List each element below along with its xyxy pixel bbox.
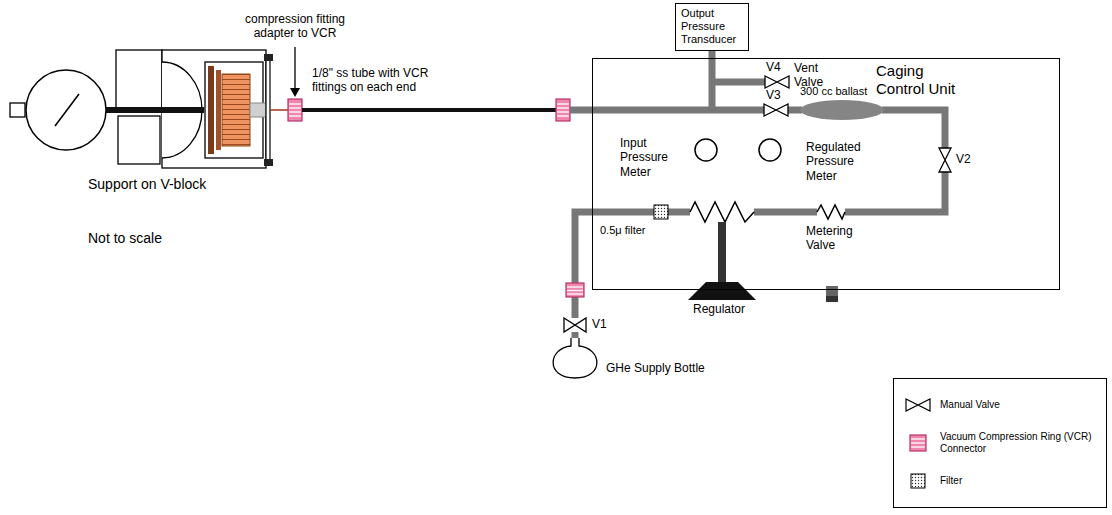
node-text: Output Pressure Transducer (681, 7, 743, 47)
pressure-meter (759, 139, 781, 161)
regulator-symbol (690, 202, 754, 222)
vcr-connector (566, 283, 584, 297)
legend-row: Manual Valve (902, 394, 1098, 416)
coil-flange (216, 70, 221, 150)
bolt (264, 159, 273, 166)
gauge-dial (26, 70, 106, 150)
connector-stripe (911, 438, 925, 439)
callout-label: compression fitting adapter to VCR (240, 12, 350, 41)
legend-text: Filter (940, 475, 1098, 487)
pressure-meter (695, 139, 717, 161)
bottle-label: GHe Supply Bottle (606, 362, 705, 376)
filter-symbol (911, 474, 925, 488)
valve-symbol (564, 318, 586, 332)
pipe (788, 107, 802, 114)
legend-swatch (902, 470, 934, 492)
figure-caption: Support on V-block (88, 176, 206, 192)
support-rod (250, 103, 266, 117)
connector-stripe (911, 442, 925, 443)
pipe (575, 212, 654, 283)
gauge-needle (55, 94, 79, 126)
valve-id: V1 (592, 318, 607, 332)
pipe (668, 209, 690, 216)
transducer-box: Output Pressure Transducer (675, 3, 749, 51)
legend-swatch (902, 432, 934, 454)
ballast-tank (800, 100, 884, 120)
node-text: Caging Control Unit (876, 62, 968, 98)
ss-tube (302, 108, 556, 112)
metering-knob (826, 286, 838, 296)
legend-row: Vacuum Compression Ring (VCR) Connector (902, 431, 1098, 455)
legend-text: Manual Valve (940, 399, 1098, 411)
filter-symbol (654, 205, 668, 219)
regulator-base (688, 282, 756, 300)
pipe (845, 172, 945, 212)
support-illustration (10, 50, 288, 168)
coil-flange (208, 66, 214, 154)
leader-line (294, 47, 295, 89)
support-shaft (106, 107, 204, 113)
end-plate (266, 58, 270, 162)
leader-arrowhead (290, 88, 300, 97)
meter-label: Input Pressure Meter (620, 136, 672, 179)
valve-symbol (906, 399, 930, 411)
note-label: Not to scale (88, 230, 162, 246)
pipe-connector (709, 51, 716, 58)
filter-label: 0.5μ filter (600, 224, 645, 237)
valve-id: V3 (766, 89, 781, 103)
meter-label: Regulated Pressure Meter (806, 140, 866, 183)
vcr-connector (556, 99, 570, 121)
pipe (570, 107, 764, 114)
legend-row: Filter (902, 470, 1098, 492)
pipe (572, 332, 579, 338)
pipe (882, 110, 945, 148)
supply-bottle (553, 338, 597, 378)
gauge-port (10, 103, 25, 117)
valve-id: V2 (956, 153, 971, 167)
valve-symbol (764, 104, 788, 116)
legend-text: Vacuum Compression Ring (VCR) Connector (940, 431, 1098, 455)
legend-swatch (902, 394, 934, 416)
connector-stripe (911, 446, 925, 447)
adapter-wire (270, 109, 288, 111)
coil-winding (222, 74, 250, 146)
metering-knob (826, 296, 838, 302)
housing-block (116, 50, 162, 108)
pipe (712, 79, 765, 86)
ballast-label: 300 cc ballast (800, 85, 867, 98)
pipe (754, 209, 817, 216)
valve-symbol (939, 148, 951, 172)
vcr-connector (910, 435, 926, 451)
pipe (570, 58, 945, 338)
regulator-stem (718, 222, 726, 282)
legend-box: Manual ValveVacuum Compression Ring (VCR… (893, 378, 1107, 508)
tube-label: 1/8" ss tube with VCR fittings on each e… (312, 66, 437, 95)
regulator-label: Regulator (693, 303, 745, 317)
metering-valve-symbol (817, 205, 845, 219)
bolt (264, 54, 273, 61)
vcr-connector (288, 99, 302, 121)
valve-id: V4 (766, 61, 781, 75)
valve-symbol (765, 76, 789, 88)
pipe (572, 297, 579, 318)
housing-block (118, 116, 160, 164)
valve-label: Metering Valve (806, 224, 858, 253)
